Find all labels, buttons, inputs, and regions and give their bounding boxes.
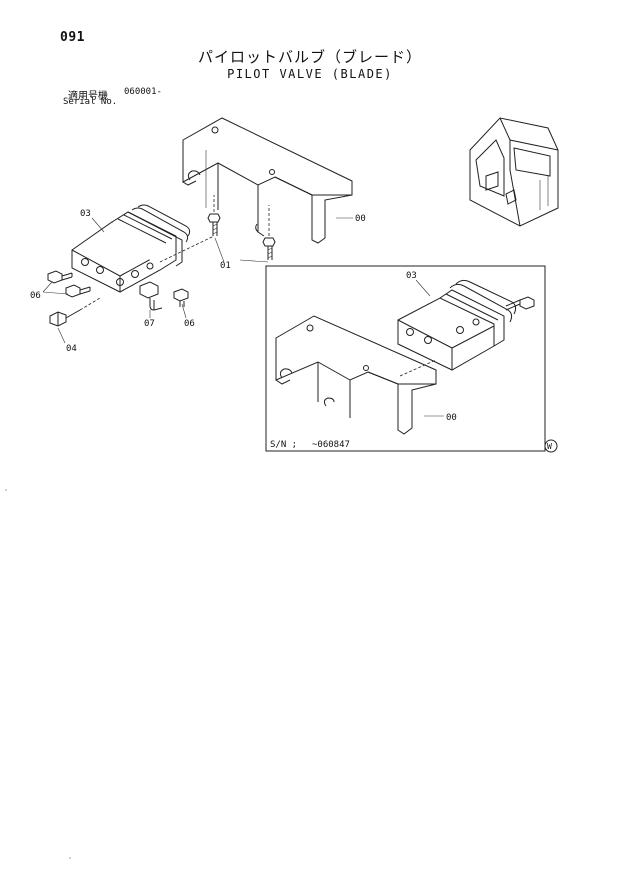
leader-bolts <box>214 237 269 263</box>
callout-bracket: 00 <box>355 214 366 224</box>
callout-valve: 03 <box>80 209 91 219</box>
serial-label-english: Serial No. <box>63 97 118 107</box>
pilot-valve-inset <box>397 279 535 371</box>
leader-plug <box>57 327 66 344</box>
inset-callout-bracket: 00 <box>446 413 457 423</box>
inset-leader-valve <box>415 279 431 297</box>
cab-location-thumbnail <box>469 117 559 227</box>
fitting-left-lower <box>65 284 91 298</box>
revision-mark-circle <box>544 439 558 453</box>
title-english: PILOT VALVE (BLADE) <box>227 67 393 81</box>
bolt-lower <box>262 237 276 260</box>
bolt-guide-lines <box>213 195 270 236</box>
fitting-right <box>173 288 189 307</box>
inset-serial-value: ~060847 <box>312 440 350 450</box>
plug-guide-line <box>79 297 101 311</box>
leader-fitting-left <box>42 281 69 295</box>
elbow-fitting <box>139 281 163 311</box>
inset-guide-line <box>399 359 437 377</box>
callout-elbow: 07 <box>144 319 155 329</box>
callout-plug: 04 <box>66 344 77 354</box>
title-japanese: パイロットバルブ（ブレード） <box>197 48 422 66</box>
bracket-main <box>182 117 353 244</box>
scan-speck <box>69 857 71 859</box>
callout-bolts: 01 <box>220 261 231 271</box>
inset-frame <box>265 265 546 452</box>
scan-speck <box>5 489 7 491</box>
bolt-upper <box>207 213 221 236</box>
fitting-left-upper <box>47 270 73 284</box>
revision-mark: W <box>547 442 552 451</box>
serial-label-japanese: 適用号機 <box>68 91 108 102</box>
serial-range: 060001- <box>124 87 162 97</box>
inset-callout-valve: 03 <box>406 271 417 281</box>
callout-fitting-left: 06 <box>30 291 41 301</box>
pilot-valve-main <box>71 204 191 293</box>
bracket-inset <box>275 315 437 435</box>
plug <box>49 309 81 327</box>
leader-valve <box>91 217 105 233</box>
callout-fitting-right: 06 <box>184 319 195 329</box>
leader-fitting-right <box>181 303 187 319</box>
page-number: 091 <box>60 30 85 45</box>
inset-serial-label: S/N ; <box>270 440 297 450</box>
